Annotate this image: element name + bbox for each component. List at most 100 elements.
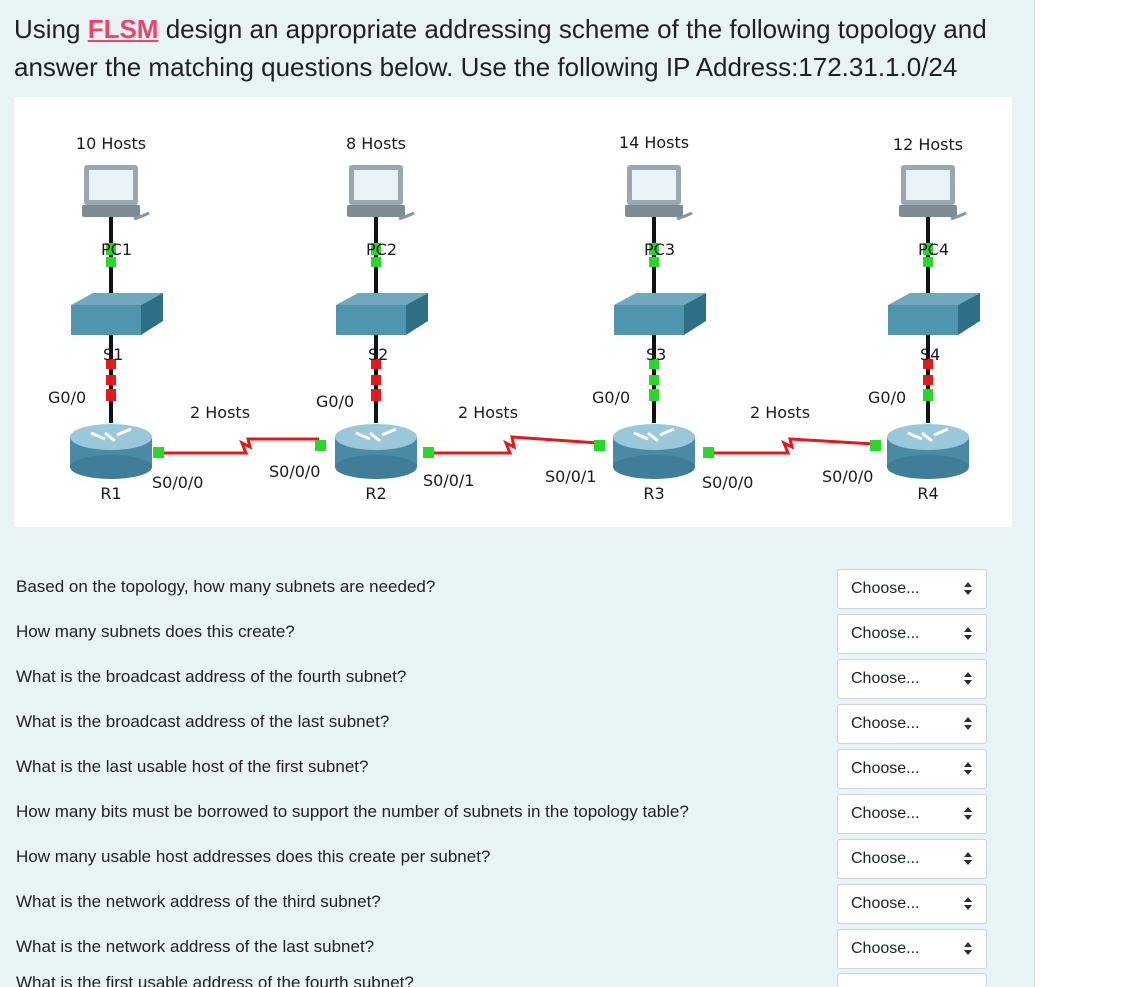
select-arrows-icon — [964, 762, 972, 778]
host-count-label: 14 Hosts — [619, 133, 689, 152]
link-light — [371, 257, 381, 267]
router-icon[interactable] — [335, 424, 417, 479]
select-value: Choose... — [851, 715, 920, 732]
host-count-label: 10 Hosts — [76, 134, 146, 153]
cable — [652, 217, 656, 295]
router-label: R1 — [100, 484, 121, 503]
link-light — [371, 359, 381, 369]
link-light — [703, 447, 714, 458]
link-light — [649, 257, 659, 267]
link-light — [106, 257, 116, 267]
question-label: What is the broadcast address of the fou… — [16, 667, 407, 686]
link-light — [106, 389, 116, 401]
wan-hosts-label: 2 Hosts — [190, 403, 250, 422]
router-icon[interactable] — [70, 424, 152, 479]
question-label: What is the last usable host of the firs… — [16, 757, 369, 776]
question-partial: What is the first usable address of the … — [16, 973, 414, 987]
matching-row: What is the broadcast address of the fou… — [0, 659, 1034, 703]
pc-icon[interactable] — [82, 165, 150, 221]
select-arrows-icon — [964, 627, 972, 643]
matching-row: What is the broadcast address of the las… — [0, 704, 1034, 748]
serial-port-label: S0/0/0 — [822, 467, 873, 486]
panel-border — [1034, 0, 1035, 987]
g-port-label: G0/0 — [48, 388, 86, 407]
question-text: Using FLSM design an appropriate address… — [14, 10, 1014, 86]
select-arrows-icon — [964, 897, 972, 913]
link-light — [870, 440, 881, 451]
question-panel: Using FLSM design an appropriate address… — [0, 0, 1034, 987]
link-light — [923, 389, 933, 401]
link-light — [371, 389, 381, 401]
answer-select[interactable]: Choose... — [837, 614, 987, 654]
link-light — [315, 440, 326, 451]
question-label: What is the network address of the third… — [16, 892, 381, 911]
link-light — [594, 440, 605, 451]
router-icon[interactable] — [613, 424, 695, 479]
pc-icon[interactable] — [347, 165, 415, 221]
router-label: R3 — [643, 484, 664, 503]
serial-link-r1-r2 — [158, 437, 319, 455]
link-light — [106, 243, 116, 255]
answer-select[interactable]: Choose... — [837, 929, 987, 969]
router-label: R2 — [365, 484, 386, 503]
switch-icon[interactable] — [888, 293, 980, 335]
serial-port-label: S0/0/0 — [269, 462, 320, 481]
link-light — [923, 243, 933, 255]
serial-port-label: S0/0/1 — [545, 467, 596, 486]
answer-select[interactable]: Choose... — [837, 704, 987, 744]
wan-hosts-label: 2 Hosts — [750, 403, 810, 422]
g-port-label: G0/0 — [316, 392, 354, 411]
matching-row: What is the network address of the third… — [0, 884, 1034, 928]
question-label: How many subnets does this create? — [16, 622, 295, 641]
link-light — [649, 375, 659, 385]
matching-row: What is the last usable host of the firs… — [0, 749, 1034, 793]
select-arrows-icon — [964, 582, 972, 598]
flsm-link[interactable]: FLSM — [87, 14, 159, 44]
switch-label: S3 — [646, 345, 666, 364]
select-value: Choose... — [851, 670, 920, 687]
select-value: Choose... — [851, 625, 920, 642]
select-value: Choose... — [851, 940, 920, 957]
answer-select[interactable]: Choose... — [837, 839, 987, 879]
answer-select[interactable]: Choose... — [837, 794, 987, 834]
question-label: How many usable host addresses does this… — [16, 847, 491, 866]
question-rest: design an appropriate addressing scheme … — [158, 14, 987, 44]
answer-select[interactable]: Choose... — [837, 884, 987, 924]
switch-icon[interactable] — [614, 293, 706, 335]
select-arrows-icon — [964, 672, 972, 688]
switch-label: S4 — [920, 345, 940, 364]
switch-icon[interactable] — [71, 293, 163, 335]
pc-icon[interactable] — [625, 165, 693, 221]
serial-port-label: S0/0/0 — [152, 473, 203, 492]
serial-port-label: S0/0/1 — [423, 471, 474, 490]
link-light — [649, 389, 659, 401]
answer-select[interactable] — [837, 973, 987, 987]
pc-label: PC1 — [101, 240, 132, 259]
router-icon[interactable] — [887, 424, 969, 479]
select-arrows-icon — [964, 717, 972, 733]
link-light — [106, 359, 116, 369]
serial-port-label: S0/0/0 — [702, 473, 753, 492]
matching-row: What is the network address of the last … — [0, 929, 1034, 973]
question-line2: answer the matching questions below. Use… — [14, 52, 958, 82]
answer-select[interactable]: Choose... — [837, 659, 987, 699]
wan-hosts-label: 2 Hosts — [458, 403, 518, 422]
question-prefix: Using — [14, 14, 88, 44]
g-port-label: G0/0 — [868, 388, 906, 407]
switch-label: S1 — [103, 345, 123, 364]
answer-select[interactable]: Choose... — [837, 569, 987, 609]
pc-label: PC3 — [644, 240, 675, 259]
matching-row: How many bits must be borrowed to suppor… — [0, 794, 1034, 838]
question-label: What is the network address of the last … — [16, 937, 375, 956]
link-light — [371, 243, 381, 255]
link-light — [106, 375, 116, 385]
serial-link-r3-r4 — [708, 437, 875, 455]
answer-select[interactable]: Choose... — [837, 749, 987, 789]
cable — [374, 217, 378, 295]
select-value: Choose... — [851, 580, 920, 597]
pc-icon[interactable] — [899, 165, 967, 221]
switch-icon[interactable] — [336, 293, 428, 335]
select-value: Choose... — [851, 850, 920, 867]
g-port-label: G0/0 — [592, 388, 630, 407]
